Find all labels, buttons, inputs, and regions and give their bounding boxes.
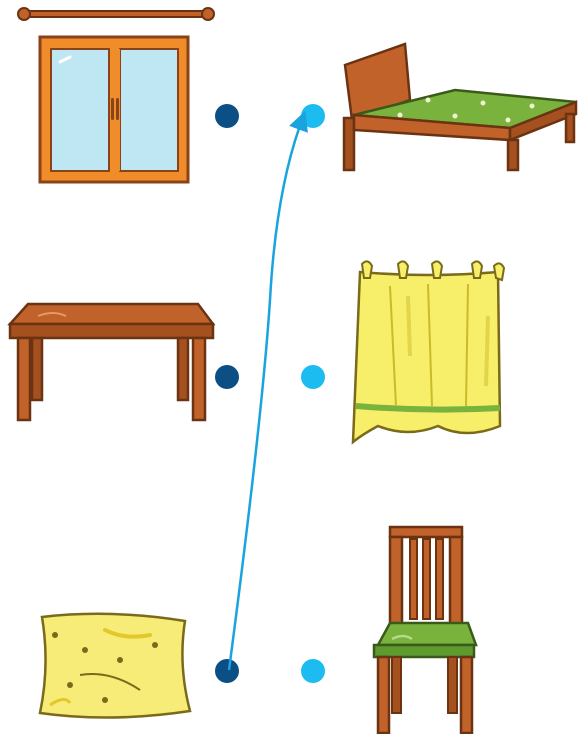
left-dot-table[interactable] [215,365,239,389]
curtain-picture [348,256,508,452]
pillow-icon [30,605,195,725]
table-icon [8,296,218,426]
chair-icon [368,527,478,734]
left-dot-window[interactable] [215,104,239,128]
curtain-icon [348,256,508,452]
window-picture [10,2,210,187]
bed-icon [340,40,580,175]
chair-picture [368,527,478,734]
left-dot-pillow[interactable] [215,659,239,683]
table-picture [8,296,218,426]
right-dot-bed[interactable] [301,104,325,128]
right-dot-chair[interactable] [301,659,325,683]
window-icon [10,2,210,187]
right-dot-curtain[interactable] [301,365,325,389]
connection-line-pillow-bed [229,120,302,670]
bed-picture [340,40,580,175]
pillow-picture [30,605,195,725]
